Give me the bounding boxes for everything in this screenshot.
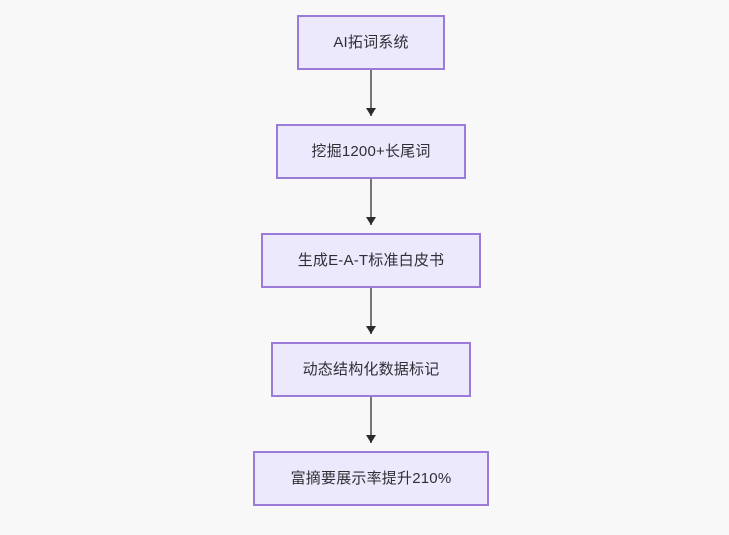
- flow-node-mine-longtail-keywords[interactable]: 挖掘1200+长尾词: [276, 124, 466, 179]
- flow-node-label: 挖掘1200+长尾词: [311, 143, 431, 160]
- flow-node-ai-keyword-system[interactable]: AI拓词系统: [297, 15, 445, 70]
- arrowhead-4: [366, 435, 376, 443]
- flow-node-label: 富摘要展示率提升210%: [290, 470, 452, 487]
- flow-node-dynamic-structured-data-markup[interactable]: 动态结构化数据标记: [271, 342, 471, 397]
- flow-node-rich-snippet-rate-increase[interactable]: 富摘要展示率提升210%: [253, 451, 489, 506]
- connector-line-3: [370, 288, 372, 334]
- arrowhead-2: [366, 217, 376, 225]
- arrowhead-1: [366, 108, 376, 116]
- flow-node-label: AI拓词系统: [333, 34, 409, 51]
- flow-node-label: 生成E-A-T标准白皮书: [297, 252, 445, 269]
- arrowhead-3: [366, 326, 376, 334]
- connector-line-4: [370, 397, 372, 443]
- flow-node-label: 动态结构化数据标记: [302, 361, 440, 378]
- connector-line-2: [370, 179, 372, 225]
- flow-node-generate-eat-whitepaper[interactable]: 生成E-A-T标准白皮书: [261, 233, 481, 288]
- connector-line-1: [370, 70, 372, 116]
